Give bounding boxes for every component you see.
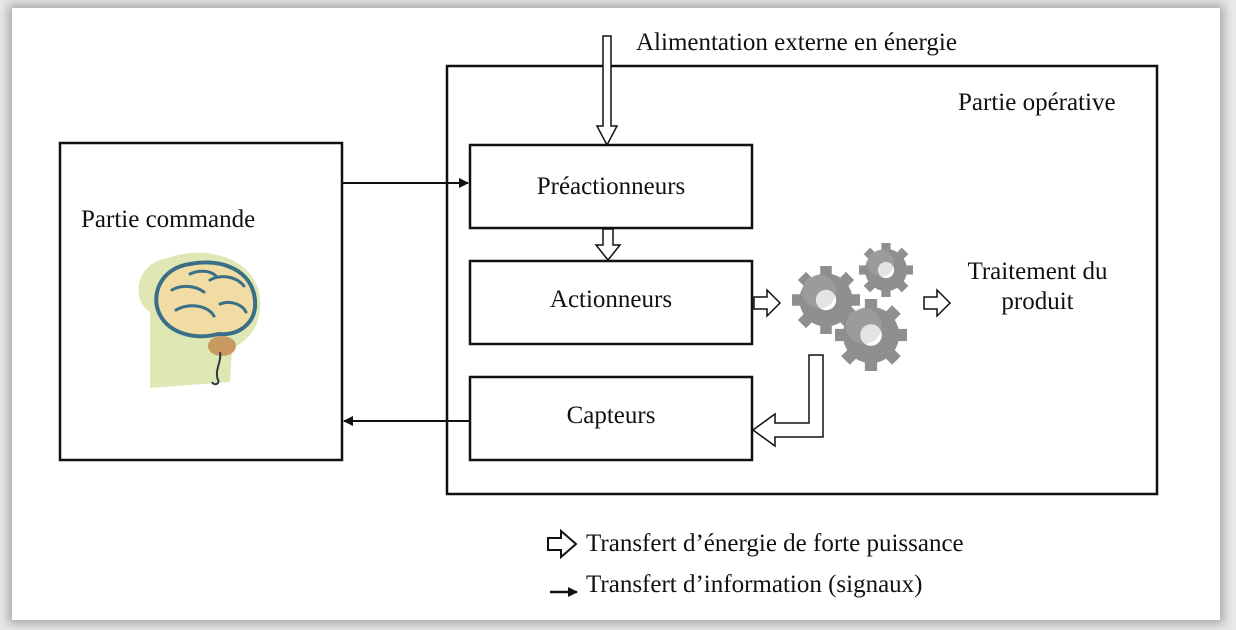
control-part-box [58, 141, 344, 462]
brain-head-icon [138, 252, 261, 388]
operative-part-box [445, 64, 1159, 496]
actuators-label: Actionneurs [549, 285, 673, 313]
gears-icon [792, 243, 913, 371]
preactuators-label: Préactionneurs [536, 172, 686, 200]
preactuators-box [468, 143, 754, 230]
legend-power-arrow-icon [547, 528, 578, 560]
sensors-box [468, 375, 754, 462]
legend-information-transfer-label: Transfert d’information (signaux) [586, 571, 923, 598]
actuators-to-gears-arrow [753, 288, 782, 318]
product-processing-label: Traitement du produit [967, 258, 1108, 315]
gears-to-sensors-arrow [751, 354, 824, 448]
actuators-box [468, 259, 754, 346]
gears-to-product-arrow [923, 288, 952, 318]
energy-input-label: Alimentation externe en énergie [636, 29, 957, 56]
sensors-label: Capteurs [566, 401, 656, 429]
legend-power-transfer-label: Transfert d’énergie de forte puissance [586, 530, 964, 557]
operative-part-label: Partie opérative [958, 89, 1116, 116]
preactuators-to-actuators-arrow [594, 228, 622, 262]
control-part-label: Partie commande [81, 206, 256, 233]
energy-input-arrow [595, 35, 619, 147]
